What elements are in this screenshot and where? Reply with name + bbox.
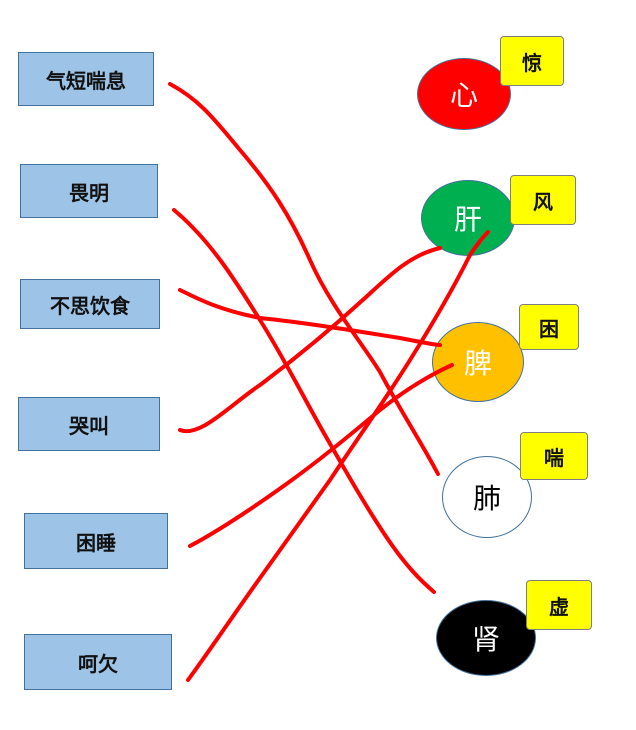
tag-label: 困 xyxy=(539,316,559,341)
tag-kun: 困 xyxy=(519,304,579,350)
organ-label: 心 xyxy=(449,79,478,112)
line-businyinshi-to-spleen xyxy=(178,288,442,347)
tag-xu: 虚 xyxy=(526,580,592,630)
left-box-businyinshi[interactable]: 不思饮食 xyxy=(20,279,160,329)
left-box-label: 困睡 xyxy=(76,530,116,555)
organ-label: 肾 xyxy=(471,623,500,656)
organ-heart[interactable]: 心 xyxy=(417,58,511,130)
line-kunshui-to-spleen xyxy=(188,363,454,548)
tag-label: 虚 xyxy=(549,594,569,619)
tag-jing: 惊 xyxy=(500,36,564,86)
tag-chuan: 喘 xyxy=(520,432,588,480)
organ-label: 肺 xyxy=(472,482,501,515)
organ-liver[interactable]: 肝 xyxy=(421,180,515,256)
left-box-label: 气短喘息 xyxy=(46,68,126,93)
tag-label: 惊 xyxy=(522,50,542,75)
line-kujiao-to-liver xyxy=(178,246,442,434)
organ-spleen[interactable]: 脾 xyxy=(432,322,524,402)
organ-label: 脾 xyxy=(463,347,492,380)
line-heqian-to-liver xyxy=(186,230,490,682)
left-box-label: 哭叫 xyxy=(69,413,109,438)
tag-label: 风 xyxy=(533,189,553,214)
organ-lung[interactable]: 肺 xyxy=(442,456,532,538)
tag-label: 喘 xyxy=(544,445,564,470)
left-box-label: 不思饮食 xyxy=(50,293,130,318)
line-weiming-to-kidney xyxy=(172,208,436,594)
left-box-weiming[interactable]: 畏明 xyxy=(20,164,158,218)
organ-label: 肝 xyxy=(453,203,482,236)
organ-kidney[interactable]: 肾 xyxy=(436,600,536,676)
left-box-label: 呵欠 xyxy=(78,651,118,676)
left-box-kujiao[interactable]: 哭叫 xyxy=(18,397,160,451)
left-box-qiduanchuanxi[interactable]: 气短喘息 xyxy=(18,52,154,106)
line-qiduanchuanxi-to-lung xyxy=(168,82,440,476)
tag-feng: 风 xyxy=(510,175,576,225)
left-box-label: 畏明 xyxy=(69,180,109,205)
left-box-kunshui[interactable]: 困睡 xyxy=(24,513,168,569)
left-box-heqian[interactable]: 呵欠 xyxy=(24,634,172,690)
